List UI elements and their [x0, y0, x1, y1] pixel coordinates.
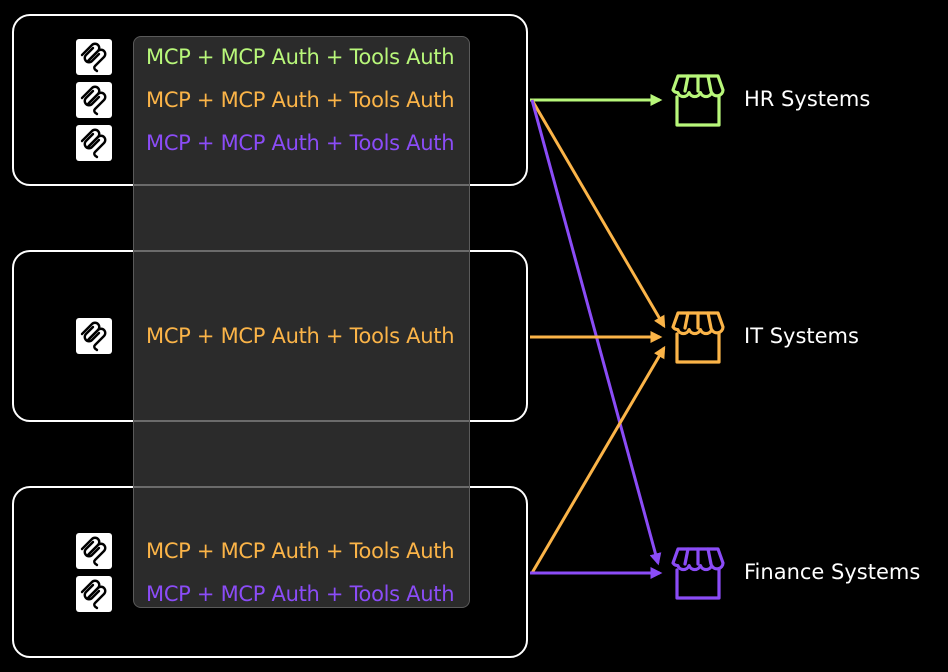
auth-label: MCP + MCP Auth + Tools Auth: [146, 45, 455, 69]
auth-label: MCP + MCP Auth + Tools Auth: [146, 88, 455, 112]
auth-label: MCP + MCP Auth + Tools Auth: [146, 324, 455, 348]
system-label-hr: HR Systems: [744, 87, 871, 111]
mcp-logo-icon: [76, 82, 112, 118]
system-label-finance: Finance Systems: [744, 560, 921, 584]
arrow-finance: [530, 99, 662, 566]
mcp-logo-icon: [76, 576, 112, 612]
arrow-it: [530, 345, 666, 574]
system-label-it: IT Systems: [744, 324, 859, 348]
auth-label: MCP + MCP Auth + Tools Auth: [146, 539, 455, 563]
storefront-icon: [668, 307, 728, 367]
mcp-logo-icon: [76, 318, 112, 354]
storefront-icon: [668, 543, 728, 603]
auth-label: MCP + MCP Auth + Tools Auth: [146, 582, 455, 606]
mcp-gateway-panel: [133, 36, 470, 608]
storefront-icon: [668, 70, 728, 130]
mcp-logo-icon: [76, 125, 112, 161]
auth-label: MCP + MCP Auth + Tools Auth: [146, 131, 455, 155]
arrow-it: [530, 99, 666, 329]
mcp-logo-icon: [76, 533, 112, 569]
mcp-logo-icon: [76, 39, 112, 75]
